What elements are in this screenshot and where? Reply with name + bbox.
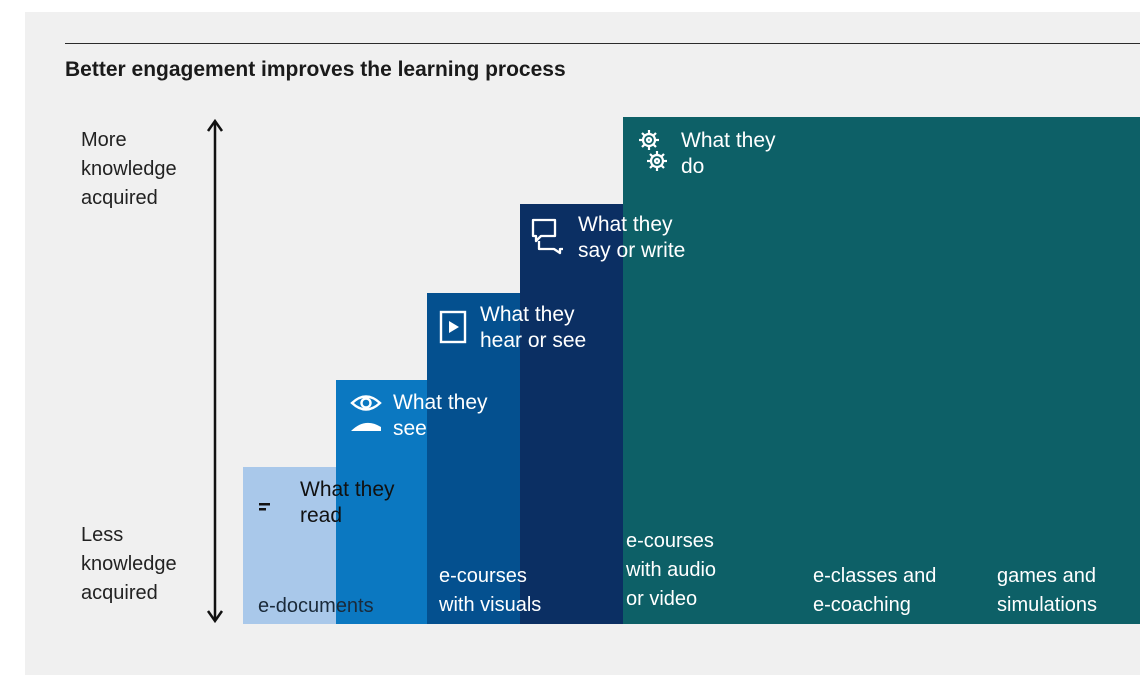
level-heading-say-or-write: What they say or write: [578, 212, 685, 264]
level-heading-line: read: [300, 504, 343, 527]
axis-top-label: More knowledge acquired: [81, 126, 177, 213]
level-heading-line: What they: [681, 129, 776, 152]
double-arrow-axis-icon: [206, 118, 224, 624]
level-heading-line: say or write: [578, 239, 686, 262]
level-heading-hear-or-see: What they hear or see: [480, 302, 586, 354]
level-heading-see: What they see: [393, 390, 488, 442]
play-icon: [439, 310, 467, 344]
level-block-do: [623, 117, 1140, 624]
axis-bottom-label: Less knowledge acquired: [81, 521, 177, 608]
chat-icon: [531, 218, 563, 255]
category-label-line: with visuals: [439, 594, 542, 616]
level-heading-line: hear or see: [480, 329, 587, 352]
level-heading-line: do: [681, 155, 705, 178]
axis-bottom-label-line: knowledge: [81, 553, 177, 575]
category-label-line: e-documents: [258, 595, 374, 617]
gears-icon: [639, 130, 667, 171]
eye-icon: [350, 395, 382, 431]
level-heading-line: What they: [480, 303, 575, 326]
category-label-line: or video: [626, 588, 698, 610]
category-label-e-courses-visuals: e-courses with visuals: [439, 562, 541, 620]
category-label-line: e-coaching: [813, 594, 911, 616]
level-heading-line: What they: [393, 391, 488, 414]
axis-bottom-label-line: Less: [81, 524, 124, 546]
category-label-line: games and: [997, 565, 1096, 587]
level-heading-line: What they: [578, 213, 673, 236]
figure-title: Better engagement improves the learning …: [65, 58, 566, 81]
axis-top-label-line: knowledge: [81, 158, 177, 180]
category-label-line: simulations: [997, 594, 1098, 616]
top-rule: [65, 43, 1140, 44]
level-heading-line: see: [393, 417, 427, 440]
category-label-line: with audio: [626, 559, 717, 581]
text-lines-icon: [259, 503, 270, 511]
category-label-line: e-courses: [626, 530, 714, 552]
category-label-e-courses-audio-video: e-courses with audio or video: [626, 527, 716, 614]
category-label-line: e-courses: [439, 565, 527, 587]
category-label-e-documents: e-documents: [258, 592, 374, 621]
category-label-line: e-classes and: [813, 565, 937, 587]
axis-bottom-label-line: acquired: [81, 582, 158, 604]
axis-top-label-line: More: [81, 129, 127, 151]
level-heading-read: What they read: [300, 477, 395, 529]
level-heading-do: What they do: [681, 128, 776, 180]
axis-top-label-line: acquired: [81, 187, 158, 209]
level-heading-line: What they: [300, 478, 395, 501]
category-label-games: games and simulations: [997, 562, 1097, 620]
category-label-e-classes: e-classes and e-coaching: [813, 562, 936, 620]
